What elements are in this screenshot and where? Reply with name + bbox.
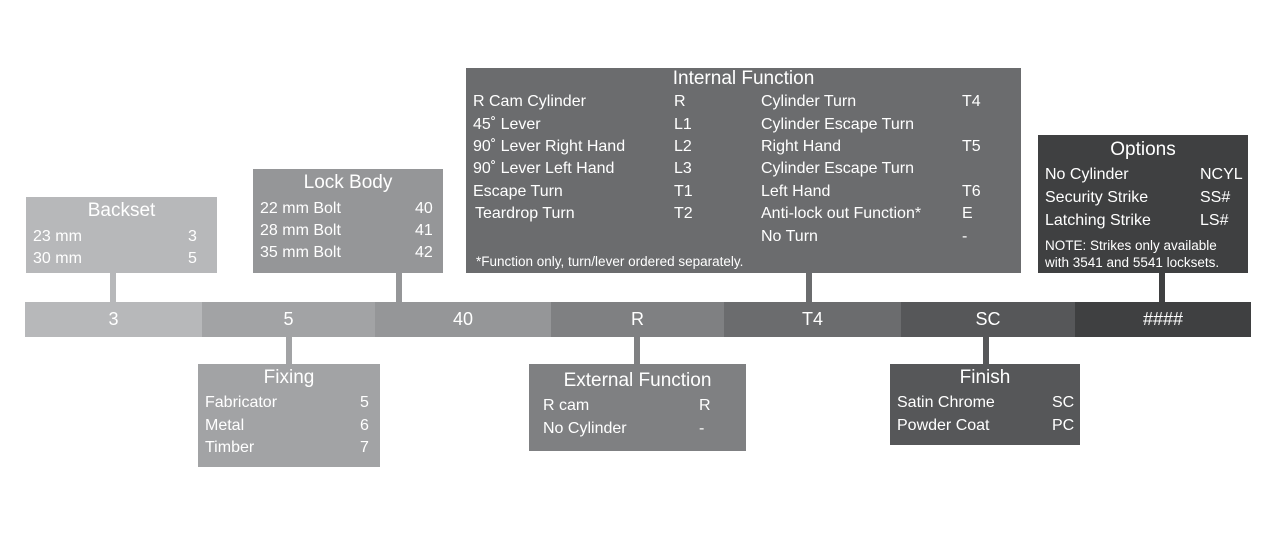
backset-box: Backset 23 mm 3 30 mm 5 <box>26 197 217 273</box>
fixing-option-code: 7 <box>360 439 369 456</box>
options-option-label: No Cylinder <box>1045 166 1129 183</box>
internal-function-option-label: No Turn <box>761 228 818 245</box>
internal-function-option-code: L2 <box>674 138 692 155</box>
code-segment-finish: SC <box>901 302 1075 337</box>
lock-body-option-code: 41 <box>415 222 433 239</box>
code-segment-backset: 3 <box>25 302 202 337</box>
code-segment-label: 5 <box>283 309 294 329</box>
fixing-option-label: Timber <box>205 439 255 456</box>
options-title: Options <box>1110 139 1176 160</box>
lock-body-option-code: 40 <box>415 200 433 217</box>
finish-title: Finish <box>959 367 1011 388</box>
internal-function-option-label: Left Hand <box>761 183 831 200</box>
backset-option-label: 30 mm <box>33 250 82 267</box>
internal-function-option-label: Cylinder Turn <box>761 93 857 110</box>
fixing-option-code: 5 <box>360 394 369 411</box>
fixing-option-label: Fabricator <box>205 394 278 411</box>
internal-function-option-code: T5 <box>962 138 981 155</box>
internal-function-option-label: Cylinder Escape Turn <box>761 116 914 133</box>
code-segment-external-function: R <box>551 302 724 337</box>
lock-body-box: Lock Body 22 mm Bolt 40 28 mm Bolt 41 35… <box>253 169 443 273</box>
internal-function-option-code: - <box>962 228 968 245</box>
finish-option-code: PC <box>1052 417 1075 434</box>
code-segment-label: R <box>631 309 644 329</box>
code-segment-options: #### <box>1075 302 1251 337</box>
options-option-label: Latching Strike <box>1045 212 1151 229</box>
backset-option-code: 3 <box>188 228 197 245</box>
fixing-option-code: 6 <box>360 417 369 434</box>
internal-function-option-code: R <box>674 93 686 110</box>
connector-internal-function <box>806 273 812 302</box>
external-function-box: External Function R cam R No Cylinder - <box>529 364 746 451</box>
backset-title: Backset <box>87 200 156 221</box>
finish-option-label: Satin Chrome <box>897 394 995 411</box>
internal-function-option-code: L1 <box>674 116 692 133</box>
external-function-option-code: - <box>699 420 705 437</box>
code-segment-fixing: 5 <box>202 302 375 337</box>
internal-function-option-code: T4 <box>962 93 981 110</box>
lock-body-option-code: 42 <box>415 244 433 261</box>
code-segment-label: 3 <box>108 309 119 329</box>
internal-function-footnote: *Function only, turn/lever ordered separ… <box>476 254 744 269</box>
finish-option-label: Powder Coat <box>897 417 990 434</box>
code-segment-label: #### <box>1142 309 1184 329</box>
options-box: Options No Cylinder NCYL Security Strike… <box>1038 135 1248 273</box>
internal-function-box: Internal Function R Cam Cylinder R 45˚ L… <box>466 68 1021 273</box>
connector-lock-body <box>396 273 402 302</box>
backset-option-label: 23 mm <box>33 228 82 245</box>
internal-function-option-label: Escape Turn <box>473 183 563 200</box>
connector-fixing <box>286 337 292 364</box>
backset-option-code: 5 <box>188 250 197 267</box>
internal-function-option-label: Right Hand <box>761 138 842 155</box>
internal-function-option-label: 90˚ Lever Left Hand <box>473 160 615 177</box>
connector-backset <box>110 273 116 302</box>
lock-body-option-label: 35 mm Bolt <box>260 244 341 261</box>
code-segment-lock-body: 40 <box>375 302 551 337</box>
internal-function-title: Internal Function <box>672 68 815 89</box>
internal-function-option-label: 90˚ Lever Right Hand <box>473 138 626 155</box>
fixing-option-label: Metal <box>205 417 245 434</box>
code-segment-label: T4 <box>801 309 823 329</box>
options-option-code: LS# <box>1200 212 1229 229</box>
options-option-code: SS# <box>1200 189 1231 206</box>
external-function-option-label: R cam <box>543 397 590 414</box>
code-segment-internal-function: T4 <box>724 302 901 337</box>
lock-body-option-label: 22 mm Bolt <box>260 200 341 217</box>
internal-function-option-code: L3 <box>674 160 692 177</box>
connector-finish <box>983 337 989 364</box>
lock-body-option-label: 28 mm Bolt <box>260 222 341 239</box>
external-function-option-code: R <box>699 397 711 414</box>
internal-function-option-label: Cylinder Escape Turn <box>761 160 914 177</box>
internal-function-option-code: T2 <box>674 205 693 222</box>
internal-function-option-code: T6 <box>962 183 981 200</box>
fixing-title: Fixing <box>263 367 315 388</box>
internal-function-option-code: E <box>962 205 973 222</box>
code-segment-label: SC <box>975 309 1001 329</box>
connector-external-function <box>634 337 640 364</box>
fixing-box: Fixing Fabricator 5 Metal 6 Timber 7 <box>198 364 380 467</box>
finish-option-code: SC <box>1052 394 1075 411</box>
options-option-label: Security Strike <box>1045 189 1149 206</box>
options-note-line: NOTE: Strikes only available <box>1045 238 1217 253</box>
code-segment-label: 40 <box>452 309 474 329</box>
internal-function-option-code: T1 <box>674 183 693 200</box>
lock-body-title: Lock Body <box>303 172 393 193</box>
internal-function-option-label: Anti-lock out Function* <box>761 205 922 222</box>
internal-function-option-label: R Cam Cylinder <box>473 93 586 110</box>
external-function-option-label: No Cylinder <box>543 420 627 437</box>
connector-options <box>1159 273 1165 302</box>
internal-function-option-label: 45˚ Lever <box>473 116 541 133</box>
finish-box: Finish Satin Chrome SC Powder Coat PC <box>890 364 1080 445</box>
external-function-title: External Function <box>563 370 712 391</box>
options-option-code: NCYL <box>1200 166 1243 183</box>
internal-function-option-label: Teardrop Turn <box>475 205 575 222</box>
options-note-line: with 3541 and 5541 locksets. <box>1045 255 1220 270</box>
